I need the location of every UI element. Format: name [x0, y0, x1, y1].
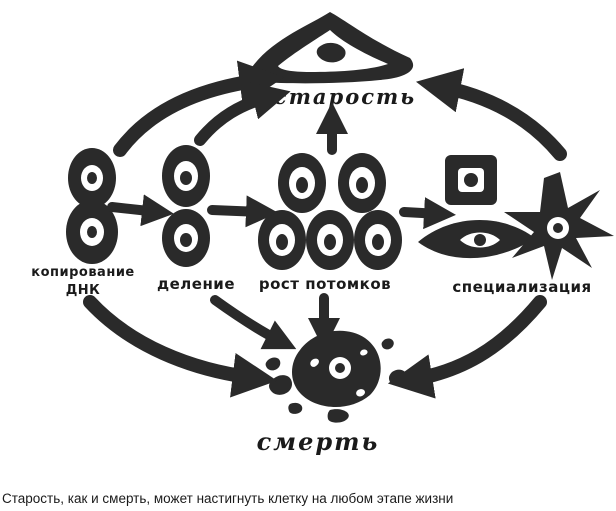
dna-copy-label-line2: ДНК — [66, 283, 101, 298]
arrow-dna-to-division — [107, 194, 174, 227]
dying-cell-icon — [265, 330, 407, 423]
arrow-division-to-aging — [194, 82, 291, 146]
arrow-dna-to-death — [83, 295, 278, 398]
division-cells-icon — [162, 145, 210, 267]
aging-label: старость — [274, 84, 416, 109]
arrow-specialization-to-death — [387, 295, 547, 399]
dna-copy-cell-icon — [66, 148, 118, 264]
growth-label: рост потомков — [259, 275, 391, 293]
figure-caption: Старость, как и смерть, может настигнуть… — [2, 491, 454, 506]
offspring-cells-icon — [258, 153, 402, 270]
specialized-cells-icon — [418, 155, 614, 280]
aging-cell-icon — [245, 12, 414, 84]
cell-lifecycle-diagram: старость копирование ДНК деление — [31, 12, 614, 456]
specialization-label: специализация — [452, 278, 591, 296]
arrow-dna-to-aging — [113, 60, 285, 157]
arrow-division-to-death — [210, 295, 297, 350]
death-label: смерть — [257, 427, 380, 456]
arrows — [83, 60, 567, 399]
dna-copy-label-line1: копирование — [31, 265, 135, 280]
arrow-specialization-to-aging — [416, 68, 567, 161]
arrow-division-to-growth — [207, 195, 278, 228]
division-label: деление — [157, 275, 235, 293]
arrow-growth-to-specialization — [399, 197, 456, 230]
